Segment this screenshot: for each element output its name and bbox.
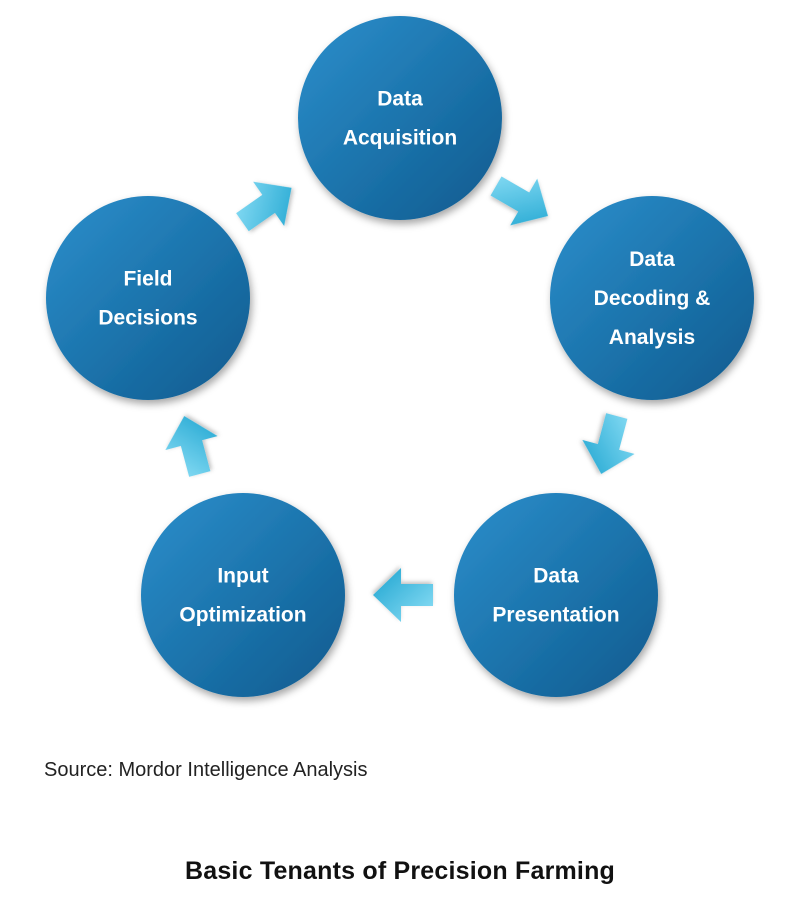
arrow-decisions-to-acquisition-icon <box>236 181 292 232</box>
node-label-line: Data <box>377 88 423 111</box>
node-label-line: Input <box>217 565 268 588</box>
node-label-line: Data <box>629 248 675 271</box>
node-label-line: Optimization <box>179 604 306 627</box>
arrow-acquisition-to-decoding-icon <box>490 176 548 226</box>
source-note: Source: Mordor Intelligence Analysis <box>44 759 368 781</box>
node-circle <box>550 196 754 400</box>
node-circle <box>46 196 250 400</box>
arrow-decoding-to-presentation-icon <box>582 413 635 474</box>
node-label-line: Decoding & <box>594 287 711 310</box>
diagram-title: Basic Tenants of Precision Farming <box>184 857 616 885</box>
node-label-line: Analysis <box>609 326 695 349</box>
node-label-line: Acquisition <box>343 127 457 150</box>
node-label-line: Decisions <box>98 307 197 330</box>
node-label-line: Presentation <box>492 604 619 627</box>
arrow-optimization-to-decisions-icon <box>165 416 218 477</box>
node-circle <box>454 493 658 697</box>
node-circle <box>141 493 345 697</box>
node-label-line: Field <box>123 268 172 291</box>
node-label-line: Data <box>533 565 579 588</box>
arrow-presentation-to-optimization-icon <box>373 568 433 622</box>
node-circle <box>298 16 502 220</box>
